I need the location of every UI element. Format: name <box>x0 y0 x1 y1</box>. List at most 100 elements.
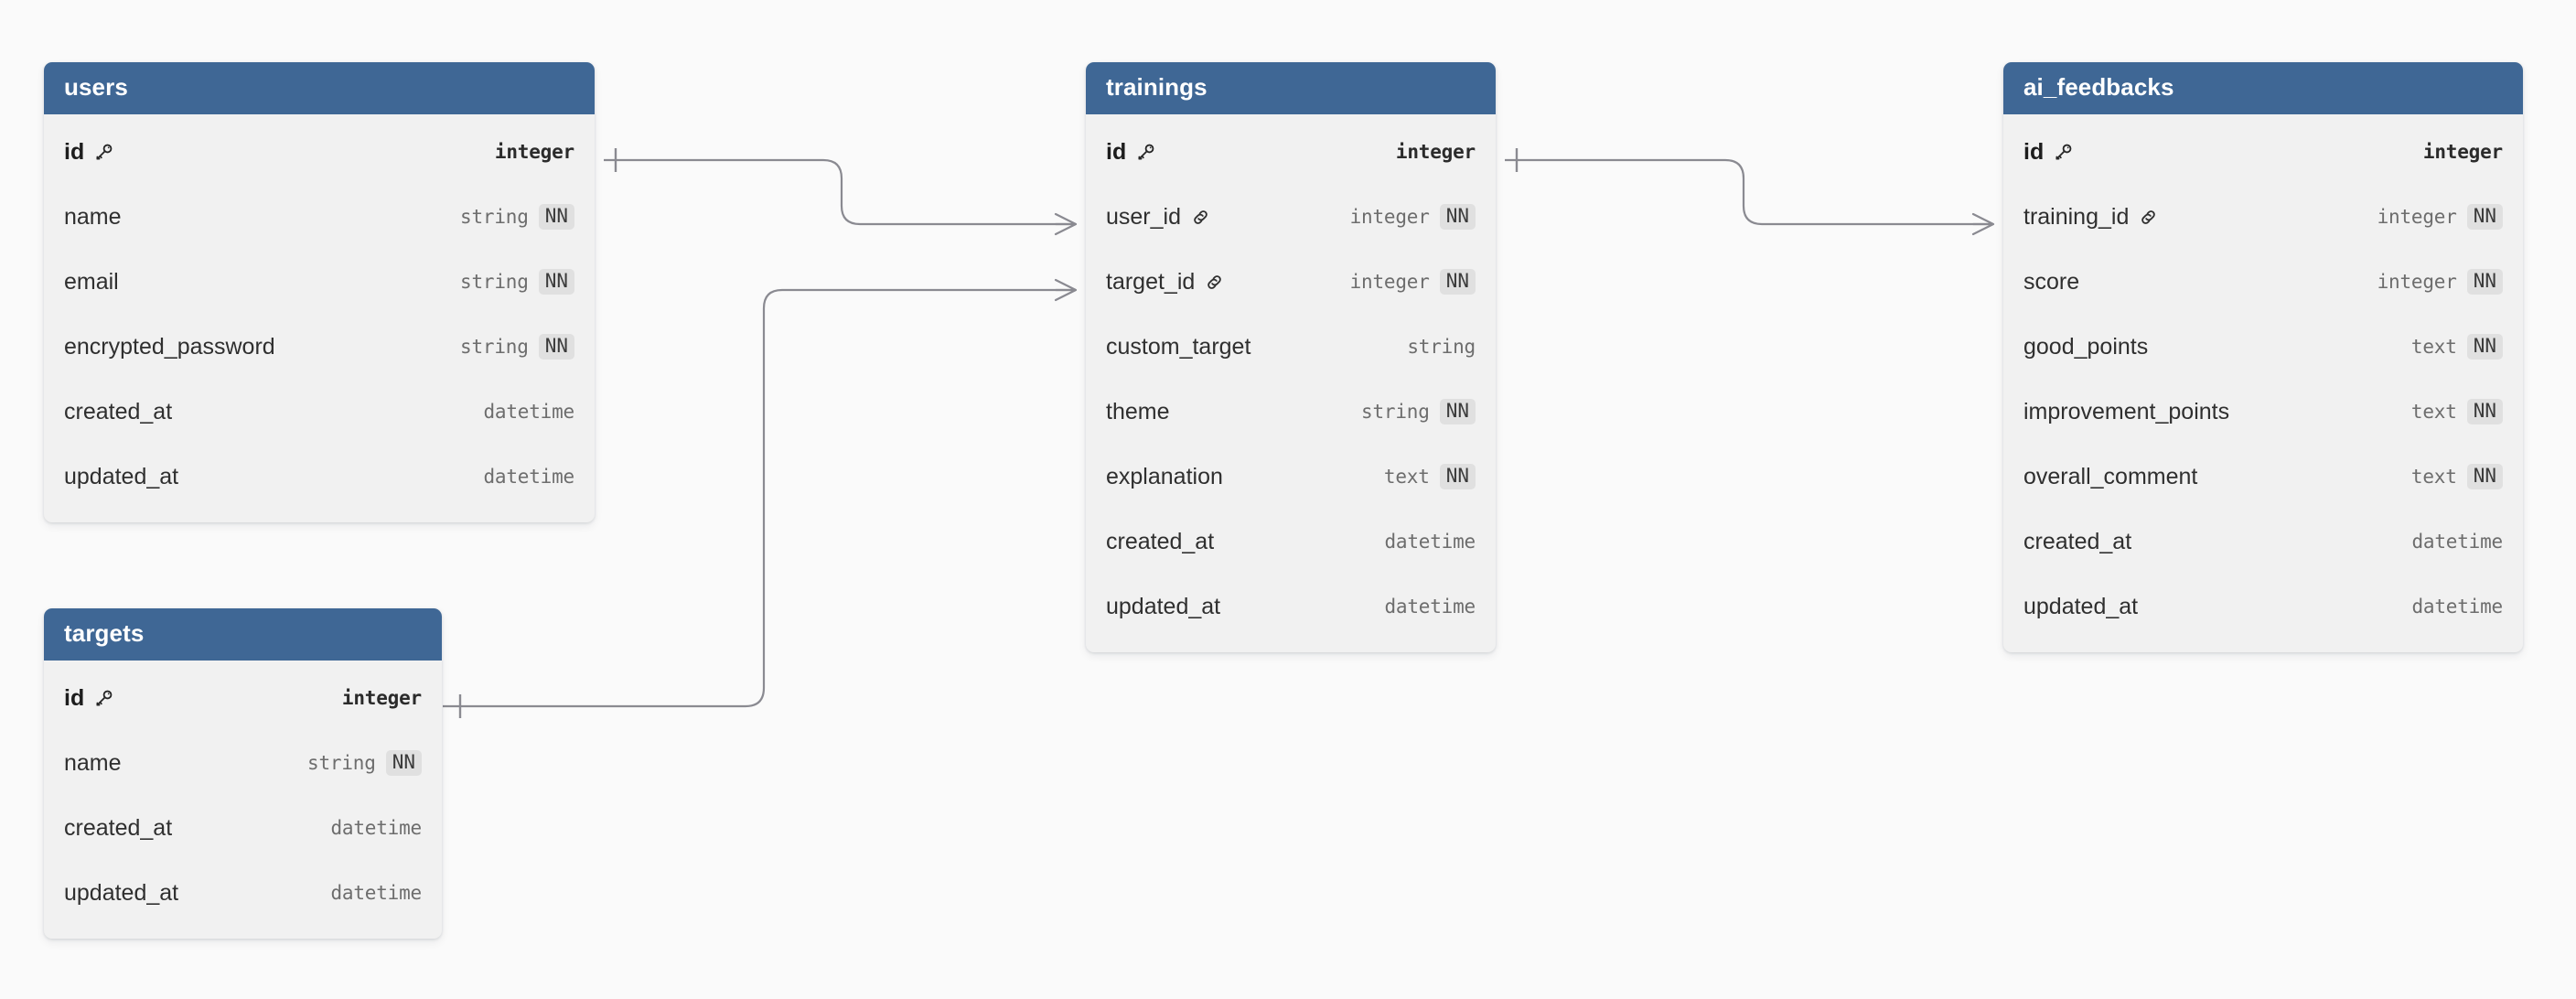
field-row[interactable]: name string NN <box>44 731 442 796</box>
field-name-group: id <box>64 139 114 166</box>
not-null-badge: NN <box>538 269 574 295</box>
field-meta-group: datetime <box>483 466 574 488</box>
cardinality-marker-many <box>1054 278 1078 302</box>
field-meta-group: integer <box>1396 141 1476 163</box>
field-type-label: integer <box>2377 271 2457 294</box>
field-row[interactable]: created_at datetime <box>2003 510 2523 575</box>
entity-title-ai_feedbacks: ai_feedbacks <box>2003 62 2523 114</box>
field-name-group: updated_at <box>64 464 178 490</box>
field-meta-group: datetime <box>330 817 422 839</box>
field-name-label: updated_at <box>1106 593 1221 619</box>
field-type-label: datetime <box>2411 596 2503 618</box>
entity-title-trainings: trainings <box>1086 62 1496 114</box>
not-null-badge: NN <box>1439 204 1476 231</box>
field-name-label: updated_at <box>2023 593 2139 619</box>
field-type-label: string <box>460 206 529 229</box>
field-name-label: improvement_points <box>2023 398 2230 424</box>
field-name-label: created_at <box>64 814 173 841</box>
field-row[interactable]: updated_at datetime <box>44 861 442 926</box>
field-name-group: custom_target <box>1106 334 1250 360</box>
field-type-label: string <box>1407 336 1476 359</box>
field-type-label: string <box>460 336 529 359</box>
field-name-group: theme <box>1106 399 1169 425</box>
field-name-group: score <box>2023 269 2079 295</box>
field-row[interactable]: id integer <box>44 120 595 185</box>
field-row[interactable]: created_at datetime <box>44 380 595 445</box>
field-meta-group: integer <box>2423 141 2503 163</box>
field-name-group: updated_at <box>2023 594 2138 620</box>
field-name-group: good_points <box>2023 334 2148 360</box>
field-type-label: text <box>1383 466 1430 489</box>
key-icon <box>92 687 114 709</box>
field-name-label: name <box>64 749 122 776</box>
field-row[interactable]: id integer <box>1086 120 1496 185</box>
field-type-label: datetime <box>2411 531 2503 553</box>
link-icon <box>1203 271 1225 293</box>
field-name-group: encrypted_password <box>64 334 275 360</box>
field-name-group: training_id <box>2023 204 2159 231</box>
field-type-label: text <box>2410 466 2457 489</box>
field-name-group: created_at <box>64 399 172 425</box>
field-name-group: updated_at <box>64 880 178 907</box>
field-meta-group: integer <box>495 141 574 163</box>
field-meta-group: string NN <box>307 750 422 777</box>
field-name-group: name <box>64 204 122 231</box>
field-row[interactable]: updated_at datetime <box>44 445 595 510</box>
field-row[interactable]: created_at datetime <box>44 796 442 861</box>
not-null-badge: NN <box>1439 269 1476 295</box>
field-type-label: datetime <box>330 817 422 840</box>
field-type-label: string <box>307 752 376 775</box>
not-null-badge: NN <box>2466 464 2503 490</box>
cardinality-marker-many <box>1971 212 1995 236</box>
field-name-label: created_at <box>2023 528 2132 554</box>
field-name-label: user_id <box>1106 203 1181 230</box>
field-meta-group: datetime <box>330 882 422 904</box>
field-name-label: custom_target <box>1106 333 1251 360</box>
field-name-label: id <box>64 684 85 711</box>
field-type-label: datetime <box>330 882 422 905</box>
not-null-badge: NN <box>385 750 422 777</box>
field-name-label: updated_at <box>64 463 179 489</box>
field-name-label: overall_comment <box>2023 463 2198 489</box>
field-name-label: id <box>1106 138 1127 165</box>
field-row[interactable]: custom_target string <box>1086 315 1496 380</box>
field-meta-group: datetime <box>2411 596 2503 618</box>
field-type-label: string <box>1361 401 1430 424</box>
field-name-label: created_at <box>1106 528 1215 554</box>
field-meta-group: text NN <box>2410 464 2503 490</box>
field-type-label: string <box>460 271 529 294</box>
field-row[interactable]: overall_comment text NN <box>2003 445 2523 510</box>
field-type-label: integer <box>2422 141 2503 164</box>
field-row[interactable]: updated_at datetime <box>2003 575 2523 639</box>
field-meta-group: datetime <box>483 401 574 423</box>
field-name-group: user_id <box>1106 204 1211 231</box>
field-name-group: overall_comment <box>2023 464 2197 490</box>
